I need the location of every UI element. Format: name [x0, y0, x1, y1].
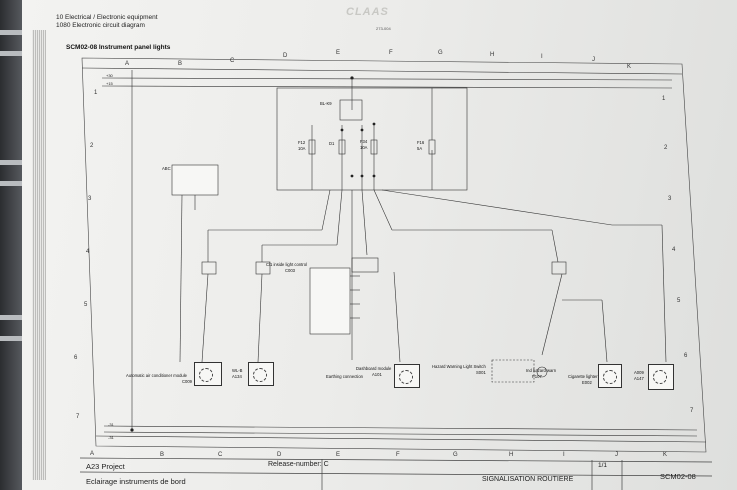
col-h-bottom: H — [509, 452, 514, 458]
col-d-bottom: D — [277, 452, 282, 458]
row-4-right: 4 — [672, 247, 676, 253]
hazard-indicator-code: P107 — [532, 374, 542, 379]
dashboard-module-label: Dashboard module — [356, 366, 392, 371]
relay-label: BL-K9 — [320, 101, 332, 106]
ac-module-icon — [199, 368, 213, 382]
sheet-number: 1/1 — [598, 462, 608, 469]
row-5-right: 5 — [677, 298, 681, 304]
wire-label-31b: -31 — [108, 435, 114, 440]
ac-module-label: Automatic air conditioner module — [126, 373, 187, 378]
fuse-f34-label: F34 — [360, 139, 368, 144]
col-a-top: A — [125, 61, 130, 67]
col-h-top: H — [490, 52, 495, 58]
diagram-code: SCM02-08 — [660, 472, 696, 481]
row-5-left: 5 — [84, 302, 88, 308]
cigarette-lighter-code: E002 — [582, 380, 592, 385]
dashboard-module-icon — [399, 370, 413, 384]
col-i-bottom: I — [563, 452, 565, 458]
diagram-sheet: 10 Electrical / Electronic equipment 108… — [22, 0, 737, 490]
wire-label-30: +30 — [106, 73, 113, 78]
ac-module-box — [194, 362, 222, 386]
col-b-top: B — [178, 61, 183, 67]
row-1-left: 1 — [94, 90, 98, 96]
ac-module-code: C009 — [182, 379, 193, 384]
inside-light-control-label: Cl1 inside light control — [266, 262, 307, 267]
page-stack-edge — [32, 30, 46, 480]
row-7-right: 7 — [690, 408, 694, 414]
wl-module-label: WL-B — [232, 368, 243, 373]
a009-module-label: A009 — [634, 370, 644, 375]
col-a-bottom: A — [90, 451, 95, 457]
row-2-right: 2 — [664, 145, 668, 151]
hazard-switch-label: Hazard Warning Light Switch — [432, 364, 486, 369]
diode-d1-label: D1 — [329, 141, 335, 146]
col-j-top: J — [592, 57, 595, 63]
dashboard-module-code: A101 — [372, 372, 382, 377]
cigarette-lighter-icon — [603, 370, 617, 384]
project-name: A23 Project — [86, 462, 125, 471]
col-e-bottom: E — [336, 452, 341, 458]
a009-module-code: A147 — [634, 376, 644, 381]
title-block-frame — [79, 457, 713, 490]
wire-label-15: +15 — [106, 81, 113, 86]
inside-light-control-code: C003 — [285, 268, 296, 273]
hazard-indicator-label: Ind hazard warn — [526, 368, 557, 373]
wl-module-icon — [253, 368, 267, 382]
brand-logo: CLAAS — [346, 6, 389, 18]
header-line-1: 10 Electrical / Electronic equipment — [56, 14, 158, 21]
hazard-switch-code: S001 — [476, 370, 486, 375]
col-c-top: C — [230, 58, 235, 64]
col-f-bottom: F — [396, 452, 400, 458]
col-i-top: I — [541, 54, 543, 60]
col-g-bottom: G — [453, 452, 458, 458]
circuit-diagram — [81, 57, 707, 453]
earthing-label: Earthing connection — [326, 374, 364, 379]
a009-module-icon — [653, 370, 667, 384]
fuse-f12-label: F12 — [298, 140, 306, 145]
row-4-left: 4 — [86, 249, 90, 255]
wl-module-box — [248, 362, 274, 386]
wire-label-31a: -31 — [108, 422, 114, 427]
col-f-top: F — [389, 50, 393, 56]
category-label: SIGNALISATION ROUTIERE — [482, 476, 574, 483]
row-7-left: 7 — [76, 414, 80, 420]
col-b-bottom: B — [160, 452, 165, 458]
row-1-right: 1 — [662, 96, 666, 102]
col-k-bottom: K — [663, 452, 668, 458]
cigarette-lighter-box — [598, 364, 622, 388]
col-e-top: E — [336, 50, 341, 56]
wl-module-code: A134 — [232, 374, 242, 379]
fuse-f16-rating: 5A — [417, 146, 423, 151]
col-d-top: D — [283, 53, 288, 59]
row-6-left: 6 — [74, 355, 78, 361]
col-g-top: G — [438, 50, 443, 56]
fuse-f12-rating: 10A — [298, 146, 306, 151]
row-2-left: 2 — [90, 143, 94, 149]
abc-label: ABC — [162, 166, 171, 171]
row-6-right: 6 — [684, 353, 688, 359]
dashboard-module-box — [394, 364, 420, 388]
cigarette-lighter-label: Cigarette lighter — [568, 374, 598, 379]
release-number: Release-number: C — [268, 461, 329, 468]
col-j-bottom: J — [615, 452, 618, 458]
header-line-2: 1080 Electronic circuit diagram — [56, 22, 145, 29]
col-k-top: K — [627, 64, 632, 70]
col-c-bottom: C — [218, 452, 223, 458]
doc-reference: 273-004 — [376, 26, 391, 31]
fuse-f16-label: F16 — [417, 140, 425, 145]
sheet-description: Eclairage instruments de bord — [86, 477, 186, 486]
a009-module-box — [648, 364, 674, 390]
diagram-title: SCM02-08 Instrument panel lights — [66, 44, 171, 51]
row-3-left: 3 — [88, 196, 92, 202]
row-3-right: 3 — [668, 196, 672, 202]
fuse-f34-rating: 10A — [360, 145, 368, 150]
